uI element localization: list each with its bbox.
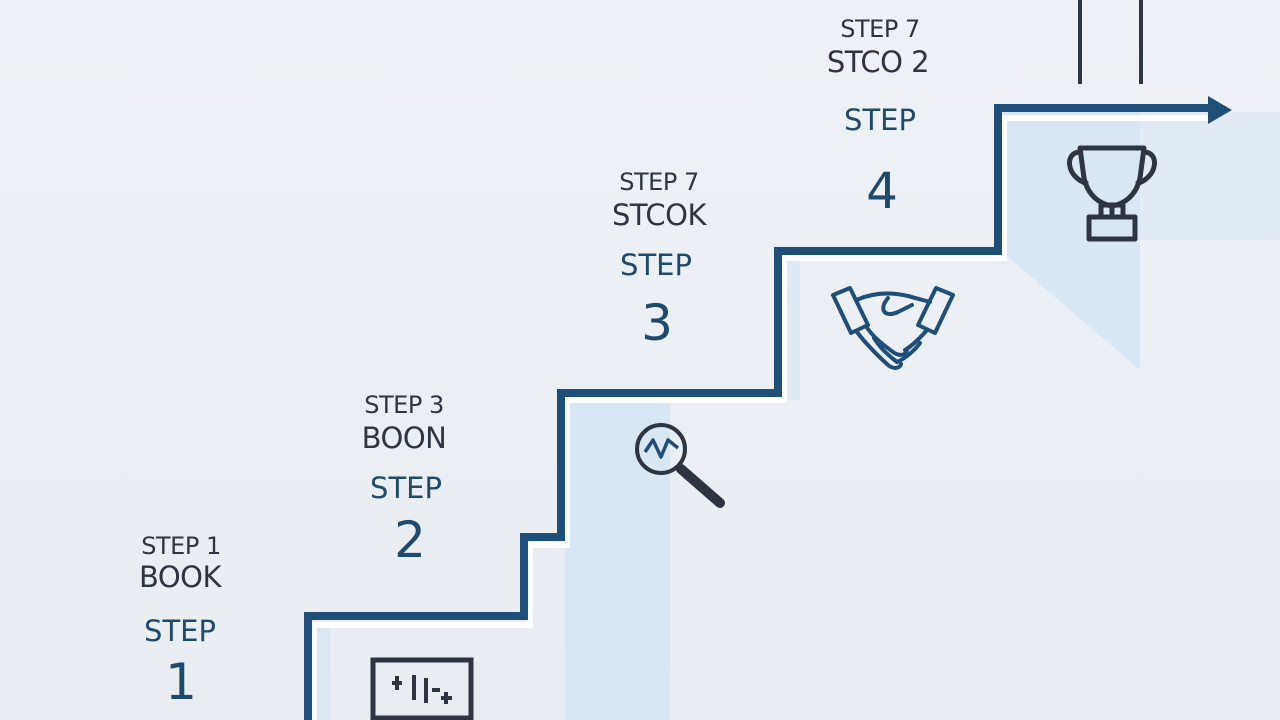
step-2-word: STEP	[370, 471, 442, 505]
step-4-number: 4	[866, 162, 898, 220]
step-1-number: 1	[165, 653, 197, 711]
step-2-line1: STEP 3	[364, 391, 444, 419]
step-1-line2: BOOK	[138, 560, 222, 594]
board-chart-icon	[370, 657, 474, 720]
step-4-word: STEP	[844, 103, 916, 137]
shade-riser-4	[1000, 112, 1140, 370]
handshake-icon	[831, 286, 955, 370]
step-2-number: 2	[394, 511, 426, 569]
arrow-head	[1208, 96, 1232, 124]
stair-line-highlight	[311, 115, 1215, 720]
shade-upper-right	[1140, 112, 1280, 240]
step-2-line2: BOON	[361, 421, 447, 455]
step-1-line1: STEP 1	[141, 532, 221, 560]
step-3-line1: STEP 7	[619, 168, 699, 196]
step-1-word: STEP	[144, 614, 216, 648]
step-4-line2: STCO 2	[826, 45, 930, 79]
stair-line	[304, 104, 1212, 720]
step-3-number: 3	[641, 294, 673, 352]
magnifier-chart-icon	[635, 423, 725, 508]
step-3-word: STEP	[620, 248, 692, 282]
trophy-icon	[1067, 145, 1157, 242]
step-3-line2: STCOK	[611, 198, 707, 232]
step-4-line1: STEP 7	[840, 15, 920, 43]
shade-riser-2	[565, 400, 670, 720]
